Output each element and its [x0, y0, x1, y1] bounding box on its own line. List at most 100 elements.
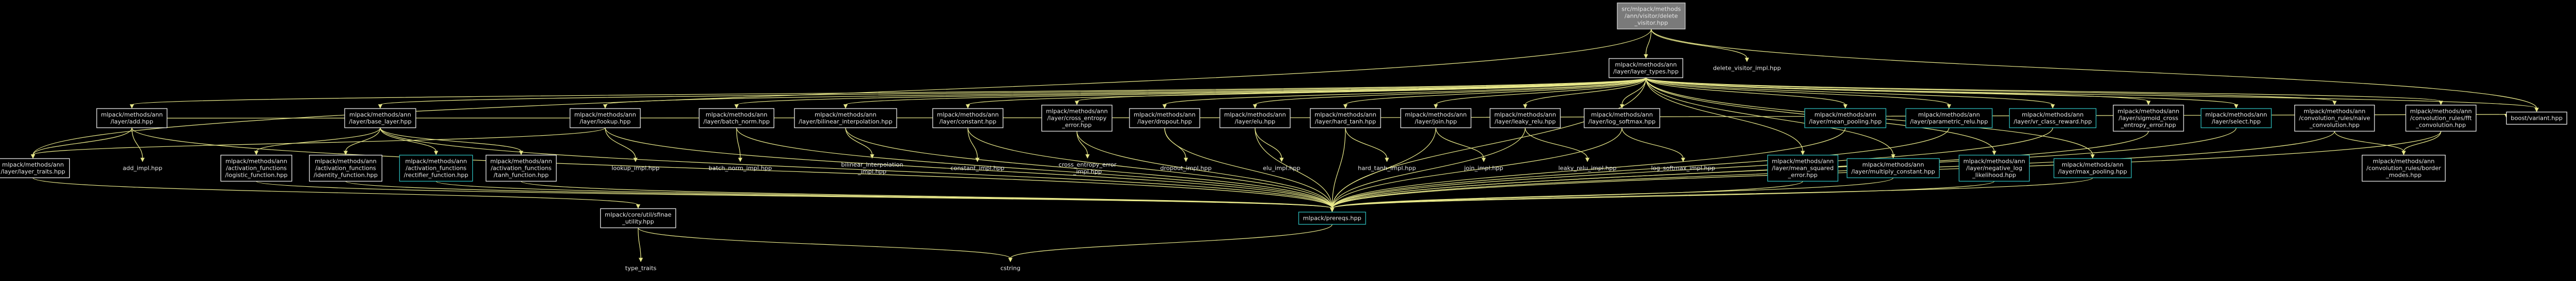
node-label-line: mlpack/methods/ann: [1046, 108, 1108, 115]
arrowhead-constant-to-constantimpl: [975, 158, 980, 162]
node-constantimpl: constant_impl.hpp: [950, 165, 1005, 172]
node-label-line: mlpack/methods/ann: [2062, 161, 2123, 168]
node-box-sfinae: [600, 208, 676, 228]
node-elu[interactable]: mlpack/methods/ann/layer/elu.hpp: [1219, 108, 1291, 128]
node-sfinae[interactable]: mlpack/core/util/sfinae_utility.hpp: [600, 208, 676, 228]
dependency-edge-lookup-to-lookupimpl: [605, 127, 636, 159]
arrowhead-layertypes-to-maxpool: [2090, 154, 2095, 159]
node-label-line: mlpack/methods/ann: [574, 111, 636, 118]
node-dropout[interactable]: mlpack/methods/ann/layer/dropout.hpp: [1129, 108, 1200, 128]
node-maxpool[interactable]: mlpack/methods/ann/layer/max_pooling.hpp: [2053, 158, 2132, 178]
node-box-dropout: [1129, 108, 1200, 128]
dependency-edge-bilinear-to-prereqs: [845, 127, 1333, 209]
node-bordermodes[interactable]: mlpack/methods/ann/convolution_rules/bor…: [2362, 154, 2446, 182]
dependency-edge-nll-to-prereqs: [1332, 180, 1995, 209]
node-fftconv[interactable]: mlpack/methods/ann/convolution_rules/fft…: [2405, 104, 2477, 132]
node-logistic[interactable]: mlpack/methods/ann/activation_functions/…: [220, 154, 292, 182]
node-leakyimpl: leaky_relu_impl.hpp: [1558, 165, 1616, 172]
dependency-edge-lookup-to-layertraits: [32, 127, 606, 155]
dependency-edge-constant-to-prereqs: [967, 127, 1333, 209]
node-label-line: /ann/visitor/delete: [1625, 13, 1678, 20]
node-boostvariant[interactable]: boost/variant.hpp: [2506, 111, 2567, 125]
node-label-line: boost/variant.hpp: [2511, 115, 2562, 122]
node-cstring: cstring: [1000, 265, 1021, 272]
dependency-edge-maxpool-to-prereqs: [1332, 177, 2093, 209]
node-nll[interactable]: mlpack/methods/ann/layer/negative_log_li…: [1959, 154, 2030, 182]
arrowhead-logsoftmax-to-logsoftmaximpl: [1681, 158, 1685, 162]
arrowhead-layertypes-to-lookup: [603, 104, 607, 109]
arrowhead-layertraits-to-sfinae: [636, 204, 640, 209]
node-label-line: mlpack/methods/ann: [2205, 111, 2267, 118]
node-rectifier[interactable]: mlpack/methods/ann/activation_functions/…: [399, 154, 473, 182]
node-add[interactable]: mlpack/methods/ann/layer/add.hpp: [96, 108, 168, 128]
node-hardtanh[interactable]: mlpack/methods/ann/layer/hard_tanh.hpp: [1310, 108, 1381, 128]
node-batchnorm[interactable]: mlpack/methods/ann/layer/batch_norm.hpp: [698, 108, 775, 128]
dependency-edge-root-to-layertypes: [1645, 29, 1652, 55]
dependency-edge-naiveconv-to-bordermodes: [2334, 131, 2404, 152]
arrowhead-layertypes-to-mse: [1801, 151, 1805, 155]
node-box-elu: [1219, 108, 1291, 128]
node-baselayer[interactable]: mlpack/methods/ann/layer/base_layer.hpp: [344, 108, 416, 128]
node-sigmoidce[interactable]: mlpack/methods/ann/layer/sigmoid_cross_e…: [2113, 104, 2184, 132]
node-layertraits[interactable]: mlpack/methods/ann/layer/layer_traits.hp…: [0, 158, 70, 178]
node-label-line: mlpack/methods/ann: [2410, 108, 2472, 115]
node-layertypes[interactable]: mlpack/methods/ann/layer/layer_types.hpp: [1608, 58, 1684, 78]
dependency-edge-layertypes-to-prelu: [1645, 77, 1950, 105]
node-lookup[interactable]: mlpack/methods/ann/layer/lookup.hpp: [570, 108, 641, 128]
node-constant[interactable]: mlpack/methods/ann/layer/constant.hpp: [932, 108, 1003, 128]
arrowhead-layertypes-to-leakyrelu: [1523, 104, 1527, 109]
node-label-line: /convolution_rules/border: [2366, 165, 2441, 172]
node-vrclass[interactable]: mlpack/methods/ann/layer/vr_class_reward…: [2009, 108, 2097, 128]
node-meanpool[interactable]: mlpack/methods/ann/layer/mean_pooling.hp…: [1804, 108, 1886, 128]
dependency-edge-layertypes-to-fftconv: [1645, 77, 2441, 102]
node-logsoftmaximpl: log_softmax_impl.hpp: [1651, 165, 1715, 172]
node-bilinear[interactable]: mlpack/methods/ann/layer/bilinear_interp…: [794, 108, 897, 128]
node-logsoftmax[interactable]: mlpack/methods/ann/layer/log_softmax.hpp: [1584, 108, 1660, 128]
arrowhead-join-to-joinimpl: [1482, 158, 1486, 162]
node-box-logistic: [220, 154, 292, 182]
node-box-mse: [1767, 154, 1838, 182]
node-identity[interactable]: mlpack/methods/ann/activation_functions/…: [309, 154, 382, 182]
node-box-join: [1400, 108, 1471, 128]
node-label-line: mlpack/methods/ann: [490, 158, 552, 165]
node-label-line: mlpack/methods/ann: [101, 111, 163, 118]
node-prereqs[interactable]: mlpack/prereqs.hpp: [1298, 211, 1366, 225]
node-box-rectifier: [399, 154, 473, 182]
dependency-edge-baselayer-to-prereqs: [380, 127, 1333, 209]
node-mse[interactable]: mlpack/methods/ann/layer/mean_squared_er…: [1767, 154, 1838, 182]
node-root[interactable]: src/mlpack/methods/ann/visitor/delete_vi…: [1617, 2, 1686, 30]
node-label-line: /layer/base_layer.hpp: [349, 118, 412, 125]
arrowhead-fftconv-to-bordermodes: [2402, 151, 2406, 155]
dependency-edge-layertypes-to-naiveconv: [1645, 77, 2335, 102]
node-label-line: /layer/select.hpp: [2212, 118, 2261, 125]
node-naiveconv[interactable]: mlpack/methods/ann/convolution_rules/nai…: [2294, 104, 2375, 132]
arrowhead-add-to-addimpl: [140, 158, 145, 162]
dependency-edge-layertypes-to-hardtanh: [1345, 77, 1646, 105]
arrowhead-layertypes-to-join: [1434, 104, 1438, 109]
node-leakyrelu[interactable]: mlpack/methods/ann/layer/leaky_relu.hpp: [1490, 108, 1561, 128]
node-label-line: mlpack/methods/ann: [349, 111, 411, 118]
node-label-line: /layer/log_softmax.hpp: [1588, 118, 1655, 125]
node-label-line: _error.hpp: [1061, 122, 1092, 129]
node-ceimpl: cross_entropy_error_impl.hpp: [1059, 161, 1117, 175]
arrowhead-root-to-dvimpl: [1745, 57, 1749, 62]
node-prelu[interactable]: mlpack/methods/ann/layer/parametric_relu…: [1905, 108, 1993, 128]
arrowhead-layertypes-to-dropout: [1162, 104, 1167, 109]
dependency-edge-layertypes-to-logsoftmax: [1621, 77, 1646, 105]
node-label-line: cross_entropy_error: [1059, 161, 1117, 168]
node-join[interactable]: mlpack/methods/ann/layer/join.hpp: [1400, 108, 1471, 128]
node-box-nll: [1959, 154, 2030, 182]
dependency-edge-baselayer-to-rectifier: [380, 127, 437, 152]
node-select[interactable]: mlpack/methods/ann/layer/select.hpp: [2201, 108, 2272, 128]
node-label-line: mlpack/methods/ann: [706, 111, 767, 118]
node-box-sigmoidce: [2113, 104, 2184, 132]
node-label-line: /convolution_rules/fft: [2410, 115, 2472, 122]
arrowhead-leakyrelu-to-leakyimpl: [1585, 158, 1590, 162]
node-crossentropy[interactable]: mlpack/methods/ann/layer/cross_entropy_e…: [1041, 104, 1113, 132]
node-box-naiveconv: [2294, 104, 2375, 132]
node-label-line: mlpack/methods/ann: [2022, 111, 2084, 118]
node-tanhfn[interactable]: mlpack/methods/ann/activation_functions/…: [486, 154, 557, 182]
arrowhead-layertypes-to-batchnorm: [734, 104, 739, 109]
node-box-lookup: [570, 108, 641, 128]
node-multconst[interactable]: mlpack/methods/ann/layer/multiply_consta…: [1846, 158, 1940, 178]
